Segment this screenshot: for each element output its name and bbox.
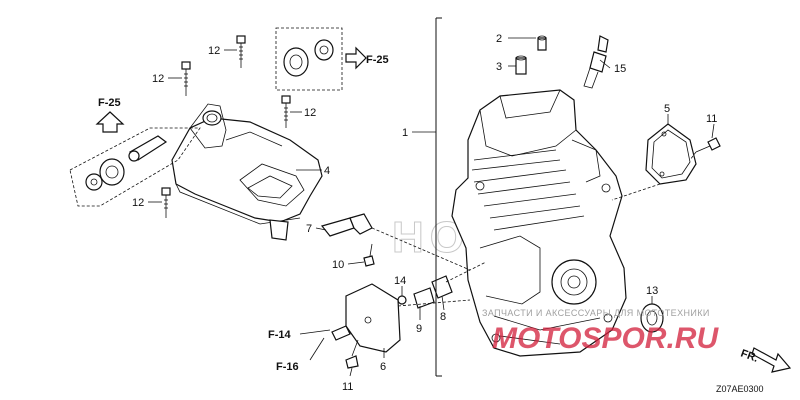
callout-13: 13	[646, 285, 658, 297]
bolt-14	[397, 295, 407, 305]
callout-6: 6	[380, 361, 386, 373]
gasket-part-5	[645, 123, 697, 185]
callout-12-right: 12	[304, 107, 316, 119]
bolt-11-right	[695, 137, 721, 153]
callout-15: 15	[614, 63, 626, 75]
crankcase-part-1	[451, 89, 627, 357]
cover-part-4	[171, 103, 323, 241]
ref-f25-top: F-25	[366, 54, 389, 66]
ref-f14: F-14	[268, 329, 292, 341]
plate-part-9	[413, 287, 435, 309]
callout-12-upper-left: 12	[152, 73, 164, 85]
watermark-caption: ЗАПЧАСТИ И АКСЕССУАРЫ ДЛЯ МОТОТЕХНИКИ	[482, 308, 710, 318]
bolt-12-upper-left	[181, 61, 191, 96]
callout-12-top: 12	[208, 45, 220, 57]
callout-1: 1	[402, 127, 408, 139]
bolt-11-bottom	[345, 339, 359, 369]
pin-part-2	[537, 35, 547, 51]
arrow-up-icon	[95, 111, 125, 133]
bolt-12-lower-left	[161, 187, 171, 218]
shaft-bearing-group-left	[69, 127, 201, 207]
callout-12-lower-left: 12	[132, 197, 144, 209]
callout-14: 14	[394, 275, 406, 287]
oil-seal-part-13	[640, 303, 664, 333]
callout-2: 2	[496, 33, 502, 45]
callout-7: 7	[306, 223, 312, 235]
front-label: FR.	[739, 348, 760, 365]
callout-10: 10	[332, 259, 344, 271]
bolt-12-right	[281, 95, 291, 128]
spark-plug-part-15	[583, 35, 609, 89]
callout-4: 4	[324, 165, 330, 177]
callout-5: 5	[664, 103, 670, 115]
diagram-code: Z07AE0300	[716, 384, 764, 394]
bearing-seal-group-top	[275, 27, 343, 91]
ref-f25-left: F-25	[98, 97, 121, 109]
arrow-right-icon	[345, 46, 367, 70]
callout-9: 9	[416, 323, 422, 335]
plate-part-8	[431, 275, 453, 299]
bolt-10	[363, 243, 375, 267]
ref-f16: F-16	[276, 361, 299, 373]
breather-tube-part-7	[320, 213, 373, 237]
front-direction-arrow-icon	[751, 347, 792, 373]
callout-3: 3	[496, 61, 502, 73]
callout-11-bottom: 11	[342, 381, 353, 393]
bolt-12-top	[236, 35, 246, 68]
dowel-part-3	[515, 55, 527, 75]
watermark-brand: MOTOSPOR.RU	[492, 322, 719, 355]
callout-11-right: 11	[706, 113, 717, 125]
callout-8: 8	[440, 311, 446, 323]
cover-plate-part-6	[331, 283, 401, 353]
